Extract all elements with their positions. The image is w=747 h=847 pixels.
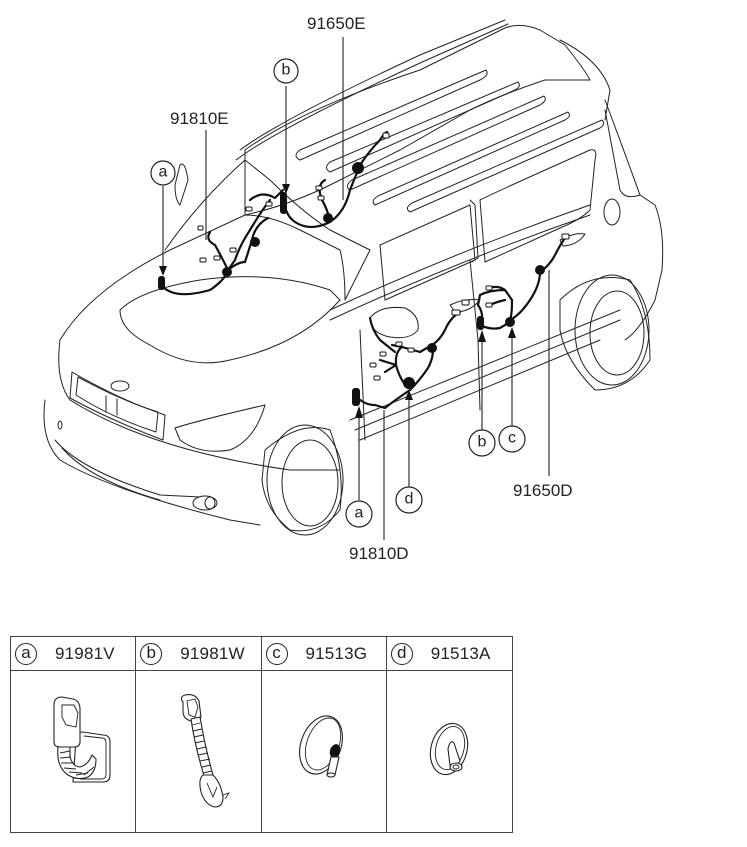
bubble-a-bottom: a (345, 500, 373, 528)
leader-lines (159, 37, 550, 540)
part-number-a: 91981V (55, 643, 115, 663)
part-number-b: 91981W (180, 643, 245, 663)
svg-text:a: a (159, 164, 168, 181)
parts-image-d (387, 671, 512, 832)
svg-text:b: b (478, 434, 487, 451)
callout-91810E: 91810E (170, 109, 229, 128)
svg-text:d: d (405, 491, 414, 508)
harness-91650E (280, 130, 390, 229)
bubble-c-bottom: c (498, 425, 526, 453)
callout-91810D: 91810D (349, 544, 409, 563)
bubble-d-bottom: d (395, 486, 423, 514)
grommet-a-door (352, 388, 360, 406)
bubble-a-top: a (150, 160, 176, 186)
grommet-d (403, 377, 415, 389)
bubble-b-top: b (273, 58, 299, 84)
parts-header-a: a 91981V (11, 637, 137, 671)
parts-header-b: b 91981W (136, 637, 262, 671)
parts-header-d: d 91513A (386, 637, 512, 671)
part-letter-b: b (140, 642, 163, 665)
part-letter-a: a (15, 642, 37, 665)
grommet-round-icon (298, 714, 343, 778)
part-number-c: 91513G (305, 643, 368, 663)
part-number-d: 91513A (430, 643, 491, 663)
grommet-a-front (158, 276, 165, 290)
bubble-b-bottom: b (468, 429, 496, 457)
svg-text:a: a (355, 505, 364, 522)
car-wiring-diagram: 91650E 91810E 91810D 91650D a b a d b c (43, 14, 664, 563)
parts-image-c (262, 671, 387, 832)
grommet-tube-icon (181, 693, 231, 808)
harness-91650D (461, 233, 570, 330)
grommet-b-rear (477, 316, 484, 330)
svg-text:c: c (508, 430, 516, 447)
parts-header-c: c 91513G (261, 637, 387, 671)
svg-text:b: b (282, 62, 291, 79)
part-letter-c: c (265, 642, 288, 665)
callout-91650D: 91650D (513, 481, 573, 500)
harness-91810E (158, 188, 285, 296)
grommet-c (505, 317, 515, 327)
grommet-b-front (280, 192, 287, 214)
parts-table: a 91981V b 91981W c 91513G d 91513A (10, 636, 513, 833)
part-letter-d: d (390, 642, 413, 665)
callout-91650E: 91650E (307, 14, 366, 33)
car-outline (43, 19, 664, 536)
grommet-cap-icon (430, 722, 469, 775)
harness-91810D (352, 309, 462, 410)
parts-image-b (136, 671, 262, 832)
grommet-bellows-icon (53, 695, 111, 783)
parts-image-a (11, 671, 137, 832)
